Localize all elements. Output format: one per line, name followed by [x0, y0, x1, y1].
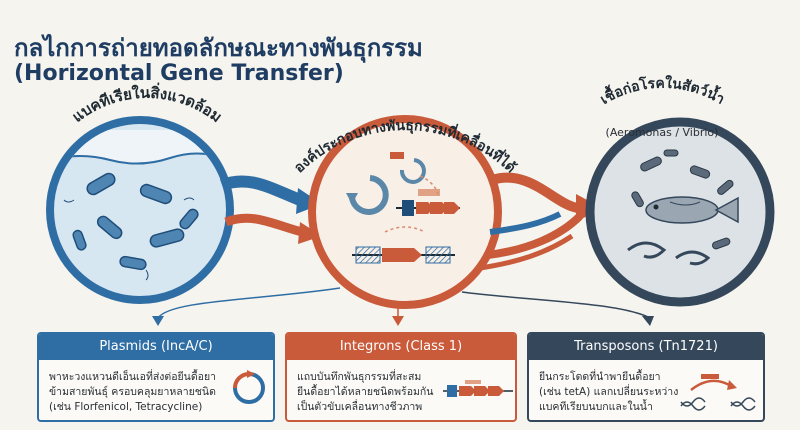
- gene-cassette-icon: [352, 189, 460, 264]
- shrimp-icon: [627, 241, 711, 266]
- plasmid-icon: [233, 370, 265, 404]
- environment-circle: [46, 116, 234, 304]
- plasmids-panel: Plasmids (IncA/C) พาหะวงแหวนดีเอ็นเอที่ส…: [37, 332, 275, 422]
- dna-helix-icon: [680, 374, 756, 411]
- transposons-panel: Transposons (Tn1721) ยีนกระโดดที่นำพายีน…: [527, 332, 765, 422]
- plasmid-icon: [346, 152, 426, 215]
- panel-line: ยีนดื้อยาได้หลายชนิดพร้อมกัน: [297, 386, 434, 398]
- pathogens-label: เชื้อก่อโรคในสัตว์น้ำ: [598, 74, 729, 108]
- plasmids-panel-title: Plasmids (IncA/C): [39, 334, 273, 360]
- integrons-panel: Integrons (Class 1) แถบบันทึกพันธุกรรมที…: [285, 332, 517, 422]
- pathogens-sublabel: (Aeromonas / Vibrio): [606, 126, 719, 139]
- panel-line: ข้ามสายพันธุ์ ครอบคลุมยาหลายชนิด: [49, 386, 216, 398]
- integrons-panel-title: Integrons (Class 1): [287, 334, 515, 360]
- transposons-panel-title: Transposons (Tn1721): [529, 334, 763, 360]
- pathogen-bacteria-icon: [631, 149, 734, 250]
- transposons-panel-text: ยีนกระโดดที่นำพายีนดื้อยา (เช่น tetA) แล…: [539, 370, 678, 415]
- panel-line: พาหะวงแหวนดีเอ็นเอที่ส่งต่อยีนดื้อยา: [49, 371, 217, 383]
- pathogens-circle: [585, 117, 775, 307]
- gene-cassette-icon: [443, 380, 513, 397]
- plasmids-panel-text: พาหะวงแหวนดีเอ็นเอที่ส่งต่อยีนดื้อยา ข้า…: [49, 370, 216, 415]
- panel-line: (เช่น tetA) แลกเปลี่ยนระหว่าง: [539, 386, 679, 398]
- panel-line: เป็นตัวขับเคลื่อนทางชีวภาพ: [297, 401, 423, 413]
- transfer-arrows-right: [479, 172, 602, 271]
- page-title: กลไกการถ่ายทอดลักษณะทางพันธุกรรม: [14, 34, 423, 62]
- fish-icon: [645, 196, 739, 224]
- panel-line: ยีนกระโดดที่นำพายีนดื้อยา: [539, 371, 661, 383]
- bacteria-icon: [72, 172, 199, 271]
- panel-line: (เช่น Florfenicol, Tetracycline): [49, 401, 203, 413]
- transfer-arrows-left: [219, 175, 322, 244]
- panel-line: แถบบันทึกพันธุกรรมที่สะสม: [297, 371, 422, 383]
- panel-line: แบคทีเรียบนบกและในน้ำ: [539, 401, 653, 413]
- mobile-elements-circle: [308, 115, 502, 309]
- integrons-panel-text: แถบบันทึกพันธุกรรมที่สะสม ยีนดื้อยาได้หล…: [297, 370, 433, 415]
- panel-connectors: [152, 287, 654, 326]
- page-subtitle: (Horizontal Gene Transfer): [14, 61, 344, 86]
